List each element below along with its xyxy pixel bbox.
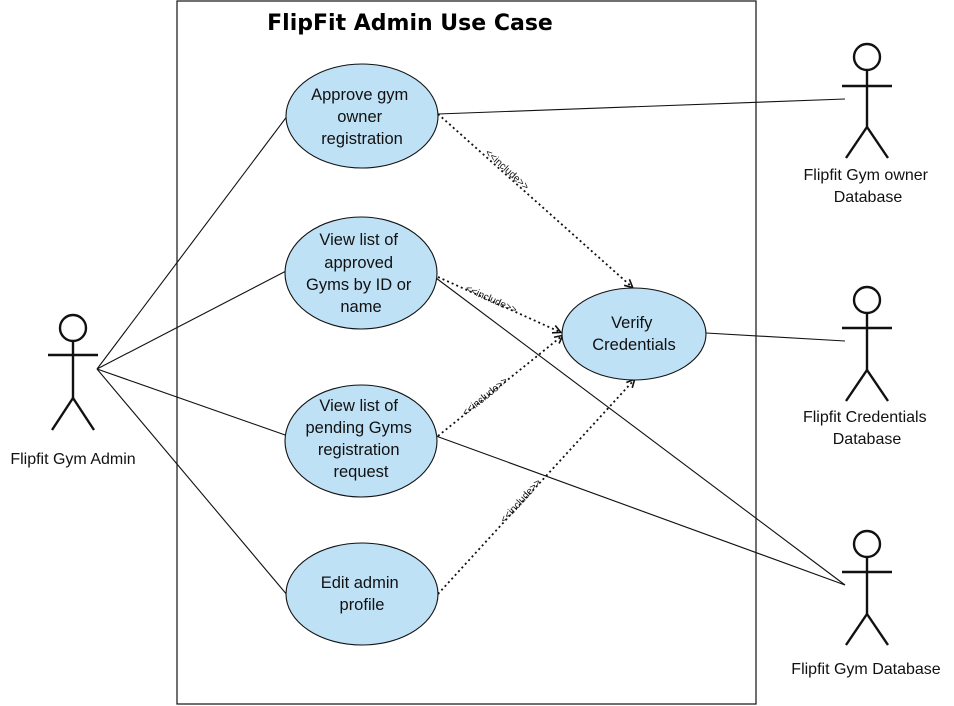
use-case-view-pending-label: View list of pending Gyms registration r… — [306, 397, 417, 481]
include-label: <<include>> — [461, 375, 511, 418]
use-case-view-pending[interactable]: View list of pending Gyms registration r… — [284, 384, 438, 498]
actor-credentials-database-label: Flipfit Credentials Database — [803, 409, 931, 448]
diagram-title: FlipFit Admin Use Case — [267, 11, 553, 36]
include-arrow-approve — [437, 113, 632, 287]
use-case-view-approved[interactable]: View list of approved Gyms by ID or name — [284, 216, 438, 330]
actor-figure-icon — [842, 529, 892, 646]
include-arrow-view-approved — [437, 276, 560, 332]
use-case-verify-label: Verify Credentials — [592, 314, 675, 354]
actor-gym-owner-database[interactable]: Flipfit Gym owner Database — [804, 42, 933, 206]
assoc-admin-approve — [96, 114, 289, 370]
include-arrow-view-pending — [437, 336, 562, 437]
actor-figure-icon — [842, 42, 892, 159]
actor-gym-database[interactable]: Flipfit Gym Database — [791, 529, 941, 678]
actor-gym-database-label: Flipfit Gym Database — [791, 661, 940, 678]
use-case-approve-label: Approve gym owner registration — [311, 86, 413, 148]
assoc-admin-view-approved — [96, 269, 289, 370]
use-case-verify-credentials[interactable]: Verify Credentials — [561, 287, 707, 381]
assoc-admin-view-pending — [96, 368, 289, 437]
actor-gym-admin[interactable]: Flipfit Gym Admin — [10, 313, 136, 468]
system-boundary — [176, 0, 757, 705]
use-case-edit-profile-label: Edit admin profile — [321, 574, 404, 614]
actor-gym-owner-database-label: Flipfit Gym owner Database — [804, 167, 933, 206]
assoc-approve-owner-db — [437, 98, 846, 115]
actor-figure-icon — [48, 313, 98, 431]
include-arrow-edit-profile — [437, 380, 634, 595]
include-label: <<include>> — [464, 283, 519, 316]
association-lines — [96, 98, 846, 597]
include-label: <<include>> — [499, 477, 544, 525]
assoc-view-approved-gym-db — [435, 277, 846, 586]
assoc-verify-cred-db — [705, 332, 846, 342]
actor-credentials-database[interactable]: Flipfit Credentials Database — [803, 285, 931, 448]
use-case-view-approved-label: View list of approved Gyms by ID or name — [306, 231, 416, 316]
use-case-approve[interactable]: Approve gym owner registration — [285, 63, 439, 169]
use-case-edit-profile[interactable]: Edit admin profile — [285, 542, 439, 646]
include-label: <<include>> — [483, 148, 531, 193]
assoc-admin-edit-profile — [96, 368, 289, 597]
assoc-view-pending-gym-db — [435, 435, 846, 586]
actor-figure-icon — [842, 285, 892, 402]
actor-gym-admin-label: Flipfit Gym Admin — [10, 451, 135, 468]
